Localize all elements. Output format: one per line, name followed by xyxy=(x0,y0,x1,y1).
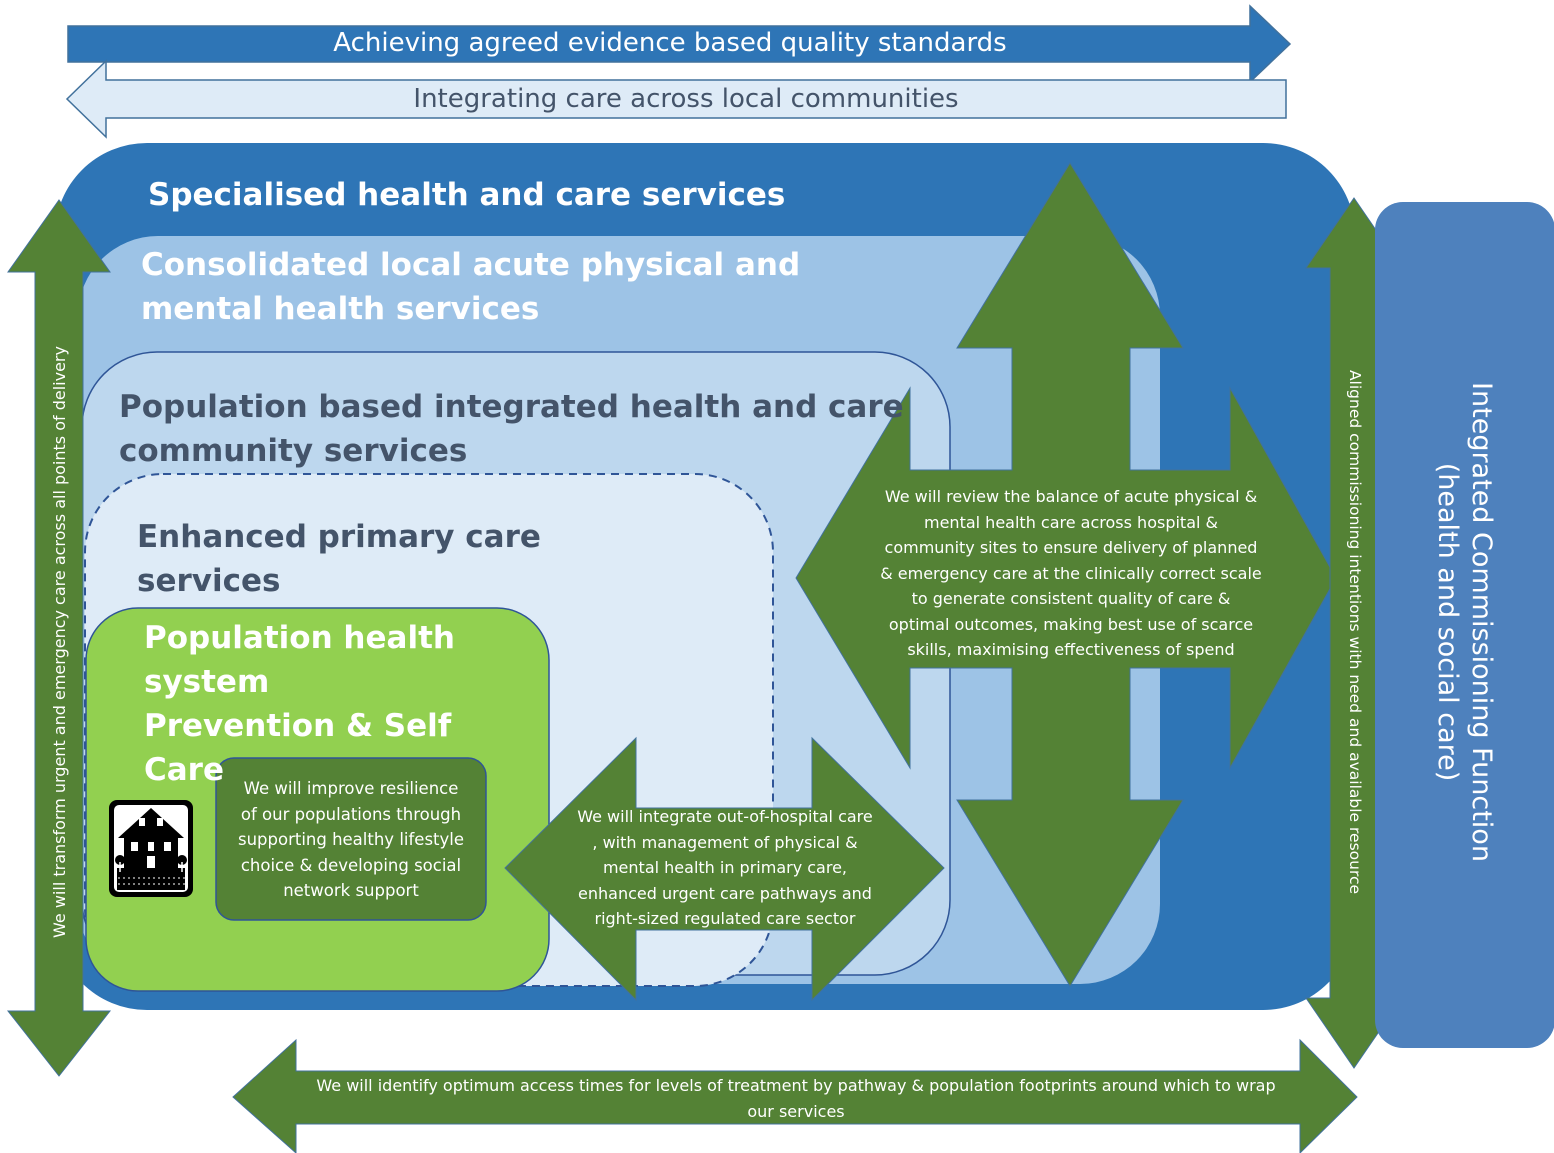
community-services-title: Population based integrated health and c… xyxy=(119,385,904,473)
community-title-line2: community services xyxy=(119,433,468,469)
urgent-care-text: We will transform urgent and emergency c… xyxy=(50,346,69,938)
integrate-care-arrow xyxy=(504,736,945,1002)
resilience-line1: We will improve resilience xyxy=(243,779,459,798)
integrate-line4: enhanced urgent care pathways and xyxy=(578,883,872,903)
access-line1: We will identify optimum access times fo… xyxy=(316,1076,1276,1095)
resilience-line2: of our populations through xyxy=(240,804,462,824)
review-balance-arrow xyxy=(795,162,1337,987)
house-icon xyxy=(109,800,193,897)
prevention-title-line1: Population health xyxy=(144,620,455,656)
prevention-title-line3: Prevention & Self xyxy=(144,708,452,744)
integrate-line1: We will integrate out-of-hospital care xyxy=(577,807,873,826)
integrate-line2: , with management of physical & xyxy=(592,832,858,852)
urgent-care-arrow xyxy=(6,199,112,1077)
access-times-arrow xyxy=(232,1038,1358,1153)
specialised-services-title: Specialised health and care services xyxy=(148,177,786,213)
consolidated-title-line2: mental health services xyxy=(141,291,540,327)
commissioning-alignment-text: Aligned commissioning intentions with ne… xyxy=(1346,369,1364,895)
review-line4: & emergency care at the clinically corre… xyxy=(880,563,1262,583)
review-balance-text: We will review the balance of acute phys… xyxy=(856,484,1286,663)
resilience-line4: choice & developing social xyxy=(240,855,462,875)
enhanced-primary-care-title: Enhanced primary care services xyxy=(137,515,541,603)
consolidated-acute-title: Consolidated local acute physical and me… xyxy=(141,243,800,331)
integrating-care-label: Integrating care across local communitie… xyxy=(413,84,959,114)
review-line3: community sites to ensure delivery of pl… xyxy=(884,538,1258,557)
prevention-title-line4: Care xyxy=(144,752,224,788)
quality-standards-arrow xyxy=(67,4,1292,84)
community-title-line1: Population based integrated health and c… xyxy=(119,389,904,425)
resilience-line5: network support xyxy=(283,881,419,900)
integrating-care-arrow xyxy=(65,59,1287,139)
review-line5: to generate consistent quality of care & xyxy=(911,589,1231,608)
review-line7: skills, maximising effectiveness of spen… xyxy=(907,640,1235,659)
commissioning-line1: Integrated Commissioning Function xyxy=(1466,382,1497,862)
resilience-text: We will improve resilience of our popula… xyxy=(218,776,484,904)
quality-standards-label: Achieving agreed evidence based quality … xyxy=(333,28,1007,58)
access-times-text: We will identify optimum access times fo… xyxy=(266,1073,1326,1124)
resilience-line3: supporting healthy lifestyle xyxy=(237,830,465,849)
access-line2: our services xyxy=(747,1101,845,1121)
enhanced-title-line2: services xyxy=(137,563,281,599)
integrate-care-text: We will integrate out-of-hospital care ,… xyxy=(550,804,900,932)
consolidated-title-line1: Consolidated local acute physical and xyxy=(141,247,801,283)
review-line2: mental health care across hospital & xyxy=(924,512,1218,532)
enhanced-title-line1: Enhanced primary care xyxy=(137,519,541,555)
integrate-line5: right-sized regulated care sector xyxy=(594,909,856,928)
integrate-line3: mental health in primary care, xyxy=(602,858,848,877)
commissioning-function-label: Integrated Commissioning Function (healt… xyxy=(1428,222,1498,1022)
commissioning-box xyxy=(1375,202,1554,1048)
review-line1: We will review the balance of acute phys… xyxy=(884,487,1258,506)
prevention-title: Population health system Prevention & Se… xyxy=(144,616,455,792)
commissioning-line2: (health and social care) xyxy=(1432,462,1463,782)
prevention-title-line2: system xyxy=(144,664,270,700)
review-line6: optimal outcomes, making best use of sca… xyxy=(888,614,1254,634)
resilience-box xyxy=(215,757,487,921)
